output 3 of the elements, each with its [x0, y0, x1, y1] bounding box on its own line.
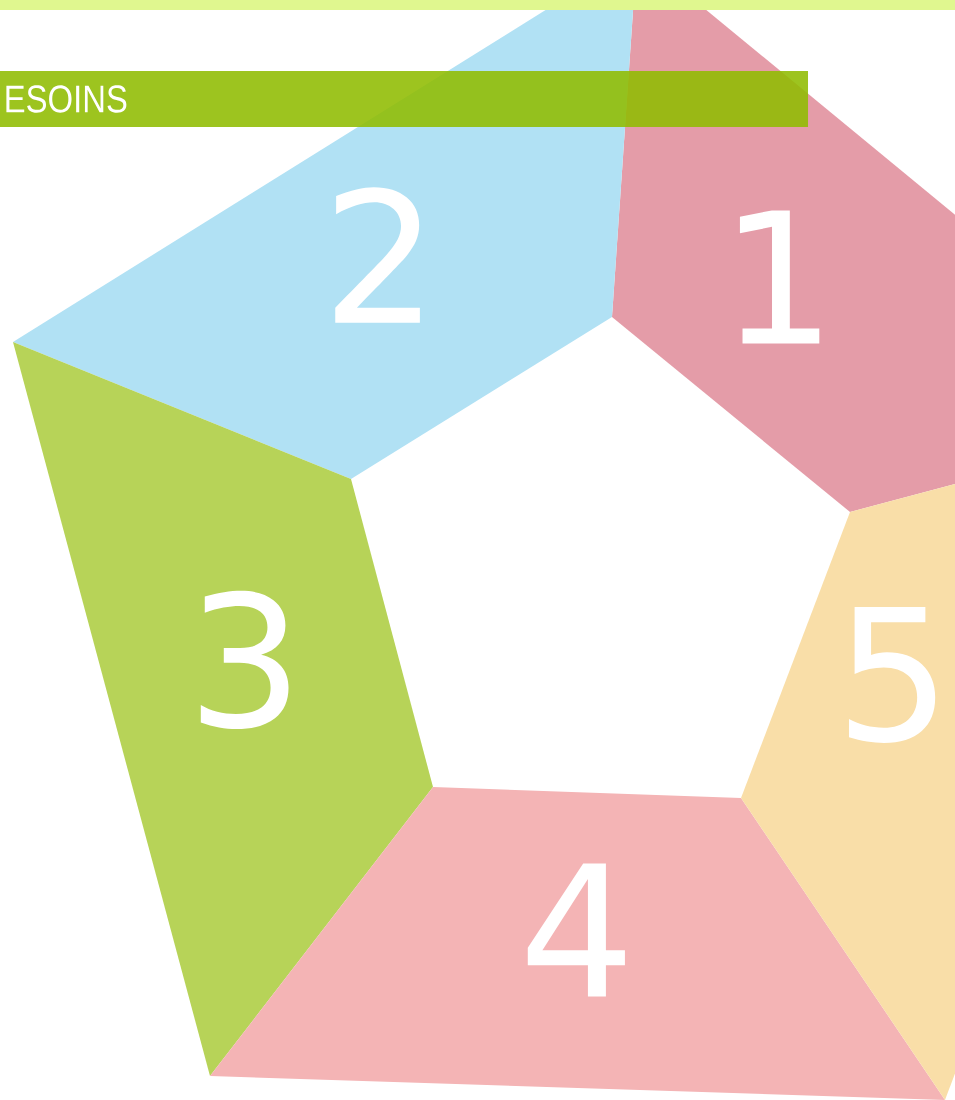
pentagon-segment: 3: [13, 342, 433, 1076]
pentagon-segment: 4: [210, 787, 945, 1100]
title-banner: ESOINS: [0, 71, 808, 127]
